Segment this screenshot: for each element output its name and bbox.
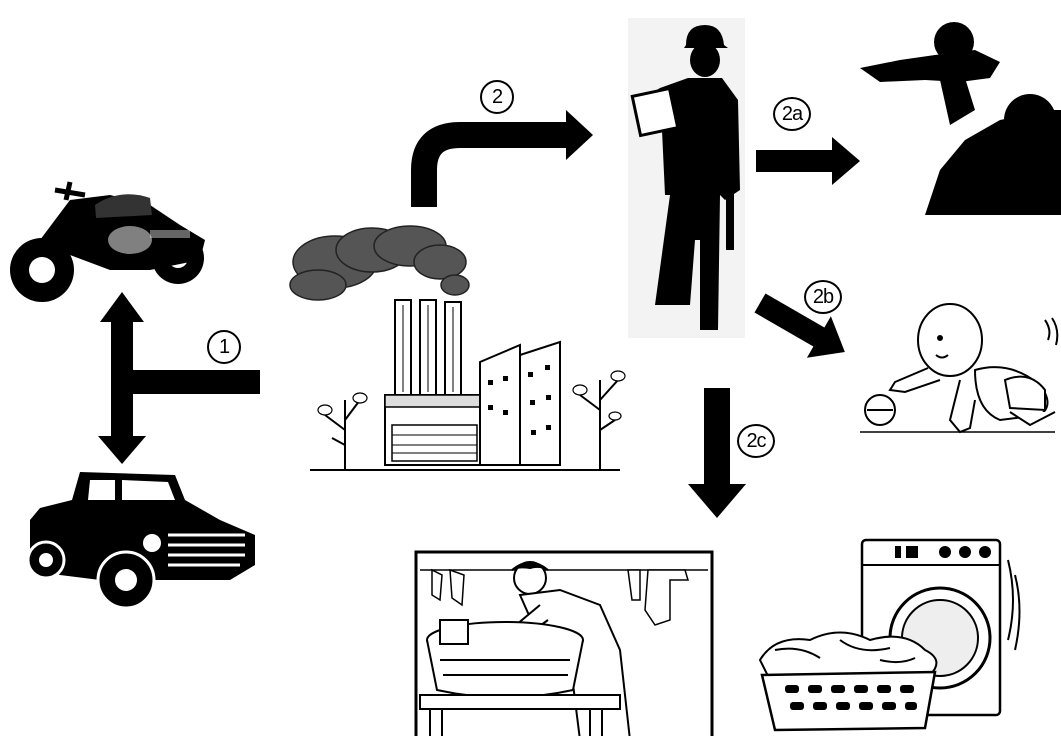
washing-machine-icon xyxy=(760,540,1020,730)
washerwoman-icon xyxy=(416,552,712,736)
step-badge-2c: 2c xyxy=(737,424,775,458)
factory-icon xyxy=(290,226,625,470)
worker-icon xyxy=(628,18,745,338)
arrow-2 xyxy=(424,110,593,207)
step-badge-2a: 2a xyxy=(773,97,811,131)
parent-child-icon xyxy=(860,22,1061,215)
arrow-2c xyxy=(688,388,746,518)
motorcycle-icon xyxy=(10,182,205,302)
pickup-truck-icon xyxy=(28,472,255,608)
arrow-2a xyxy=(756,137,860,185)
step-badge-2: 2 xyxy=(480,80,514,114)
crawling-baby-icon xyxy=(860,304,1057,432)
step-badge-2b: 2b xyxy=(804,280,842,314)
step-badge-1: 1 xyxy=(207,330,241,364)
arrow-1 xyxy=(98,292,260,464)
